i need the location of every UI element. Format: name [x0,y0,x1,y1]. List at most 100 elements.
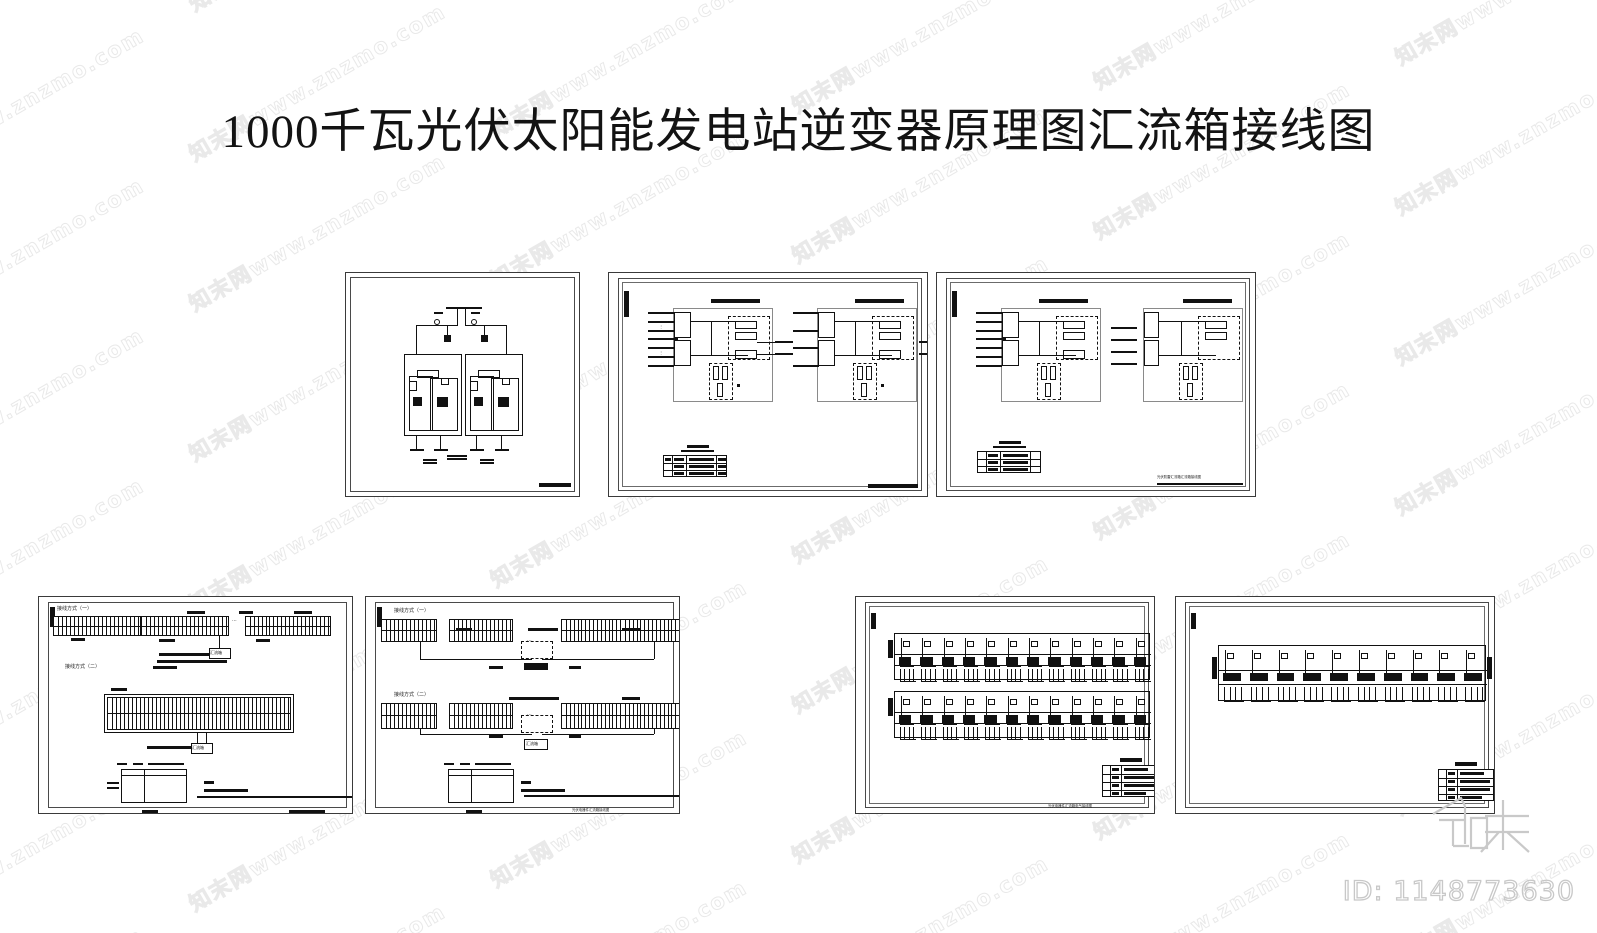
array-cell[interactable] [1090,636,1108,682]
cell-disconnect-icon [1137,641,1145,647]
cell-base-line [1465,701,1486,703]
pv-strip-m2-b[interactable] [449,703,513,729]
terminal-tick [324,617,326,635]
pv-strip-m2-a[interactable] [381,703,437,729]
array-cell[interactable] [1090,694,1108,740]
array-cell[interactable] [1069,694,1087,740]
array-cell[interactable] [1026,636,1044,682]
array-cell[interactable] [1383,648,1406,703]
combiner-box-node-2[interactable] [191,743,213,754]
combiner-box-b-sheet[interactable]: 光伏防雷汇流箱汇流箱接线图 [936,272,1256,497]
tie-line-m1-left [420,659,532,660]
terminal-tick [454,704,455,728]
legend-table[interactable] [663,455,727,477]
terminal-tick [628,704,630,728]
cell-leg-3 [1369,687,1371,702]
array-cell[interactable] [1047,694,1066,740]
terminal-tick [126,617,127,635]
array-row-1[interactable] [894,633,1151,682]
pv-string-strip-3[interactable] [245,616,331,636]
cell-leg-2 [1363,687,1365,702]
pv-strip-m2-d[interactable] [620,703,679,729]
cell-riser [986,638,988,658]
cell-leg-4 [1455,687,1457,702]
array-cell[interactable] [1069,636,1087,682]
pv-string-strip-row2[interactable] [107,697,291,730]
array-cell[interactable] [941,694,959,740]
terminal-tick [667,620,669,641]
pv-strip-m1-a[interactable] [381,619,437,642]
array-cell[interactable] [898,636,916,682]
terminal-tick [462,704,463,728]
wiring-method-1-sheet[interactable]: 接线方式（一） ⋯ 汇流箱 接线方式（二） [38,596,353,814]
sheet-frame: 接线方式（一） ⋯ 汇流箱 接线方式（二） [48,602,352,813]
array-cell[interactable] [919,694,938,740]
terminal-tick [506,620,507,641]
array-cell[interactable] [1410,648,1433,703]
terminal-tick [134,617,135,635]
array-cell[interactable] [1005,636,1023,682]
array-cell[interactable] [1463,648,1486,703]
array-cell[interactable] [1026,694,1044,740]
terminal-tick [224,698,225,729]
array-cell[interactable] [1047,636,1066,682]
meter-left-icon [434,319,440,325]
combiner-node-m1[interactable] [524,663,548,670]
cell-base-line [985,738,1002,740]
page-title: 1000千瓦光伏太阳能发电站逆变器原理图汇流箱接线图 [221,106,1376,158]
combiner-box-node-m2[interactable] [524,739,548,750]
drop-m1-right [654,642,655,659]
pv-string-strip-2[interactable] [141,616,229,636]
array-cell[interactable] [1133,636,1151,682]
array-cell[interactable] [1276,648,1299,703]
terminal-tick [671,620,673,641]
group-a-enclosure [1001,308,1101,402]
array-cell[interactable] [1302,648,1325,703]
array-cell[interactable] [1005,694,1023,740]
pv-strip-m1-b[interactable] [449,619,513,642]
array-cell[interactable] [962,694,980,740]
pv-strip-m1-c[interactable] [561,619,623,642]
combiner-box-a-sheet[interactable]: ⋮ ⋮ [608,272,928,497]
array-schematic-double-sheet[interactable]: 光伏电器件汇流箱电气接线图 [855,596,1155,814]
bus-tie-a [1039,321,1040,355]
array-cell[interactable] [919,636,938,682]
branch-drop-l [416,325,417,355]
pv-strip-m1-d[interactable] [620,619,679,642]
terminal-tick [94,617,95,635]
array-cell[interactable] [1222,648,1245,703]
terminal-tick [596,704,598,728]
legend-table[interactable] [977,451,1041,473]
array-cell[interactable] [1133,694,1151,740]
array-row-1[interactable] [1218,645,1487,703]
array-cell[interactable] [983,694,1002,740]
wiring-method-2-sheet[interactable]: 接线方式（一） ⋯ 接线方式（二） [365,596,680,814]
cell-leg-1 [942,726,944,739]
array-cell[interactable] [941,636,959,682]
pv-strip-m2-c[interactable] [561,703,623,729]
terminal-tick [272,698,273,729]
terminal-tick [655,704,657,728]
terminal-tick [212,698,213,729]
array-cell[interactable] [962,636,980,682]
array-cell[interactable] [983,636,1002,682]
array-schematic-single-sheet[interactable] [1175,596,1495,814]
array-cell[interactable] [1111,694,1130,740]
array-cell[interactable] [1111,636,1130,682]
array-cell[interactable] [1356,648,1379,703]
array-cell[interactable] [1329,648,1352,703]
bus-tie-b [1181,321,1182,355]
breaker-b1 [879,321,901,329]
array-cell[interactable] [1436,648,1459,703]
combiner-box-node-1[interactable] [209,648,231,659]
legend-table[interactable] [1102,765,1154,797]
terminal-tick [268,698,269,729]
sheet-index-tab [50,607,55,627]
legend-table[interactable] [1438,769,1494,801]
array-row-2[interactable] [894,691,1151,740]
array-cell[interactable] [898,694,916,740]
array-cell[interactable] [1249,648,1272,703]
group-b-terminal-top [818,312,835,338]
inverter-principle-sheet[interactable] [345,272,580,497]
pv-string-strip-1[interactable] [53,616,141,636]
